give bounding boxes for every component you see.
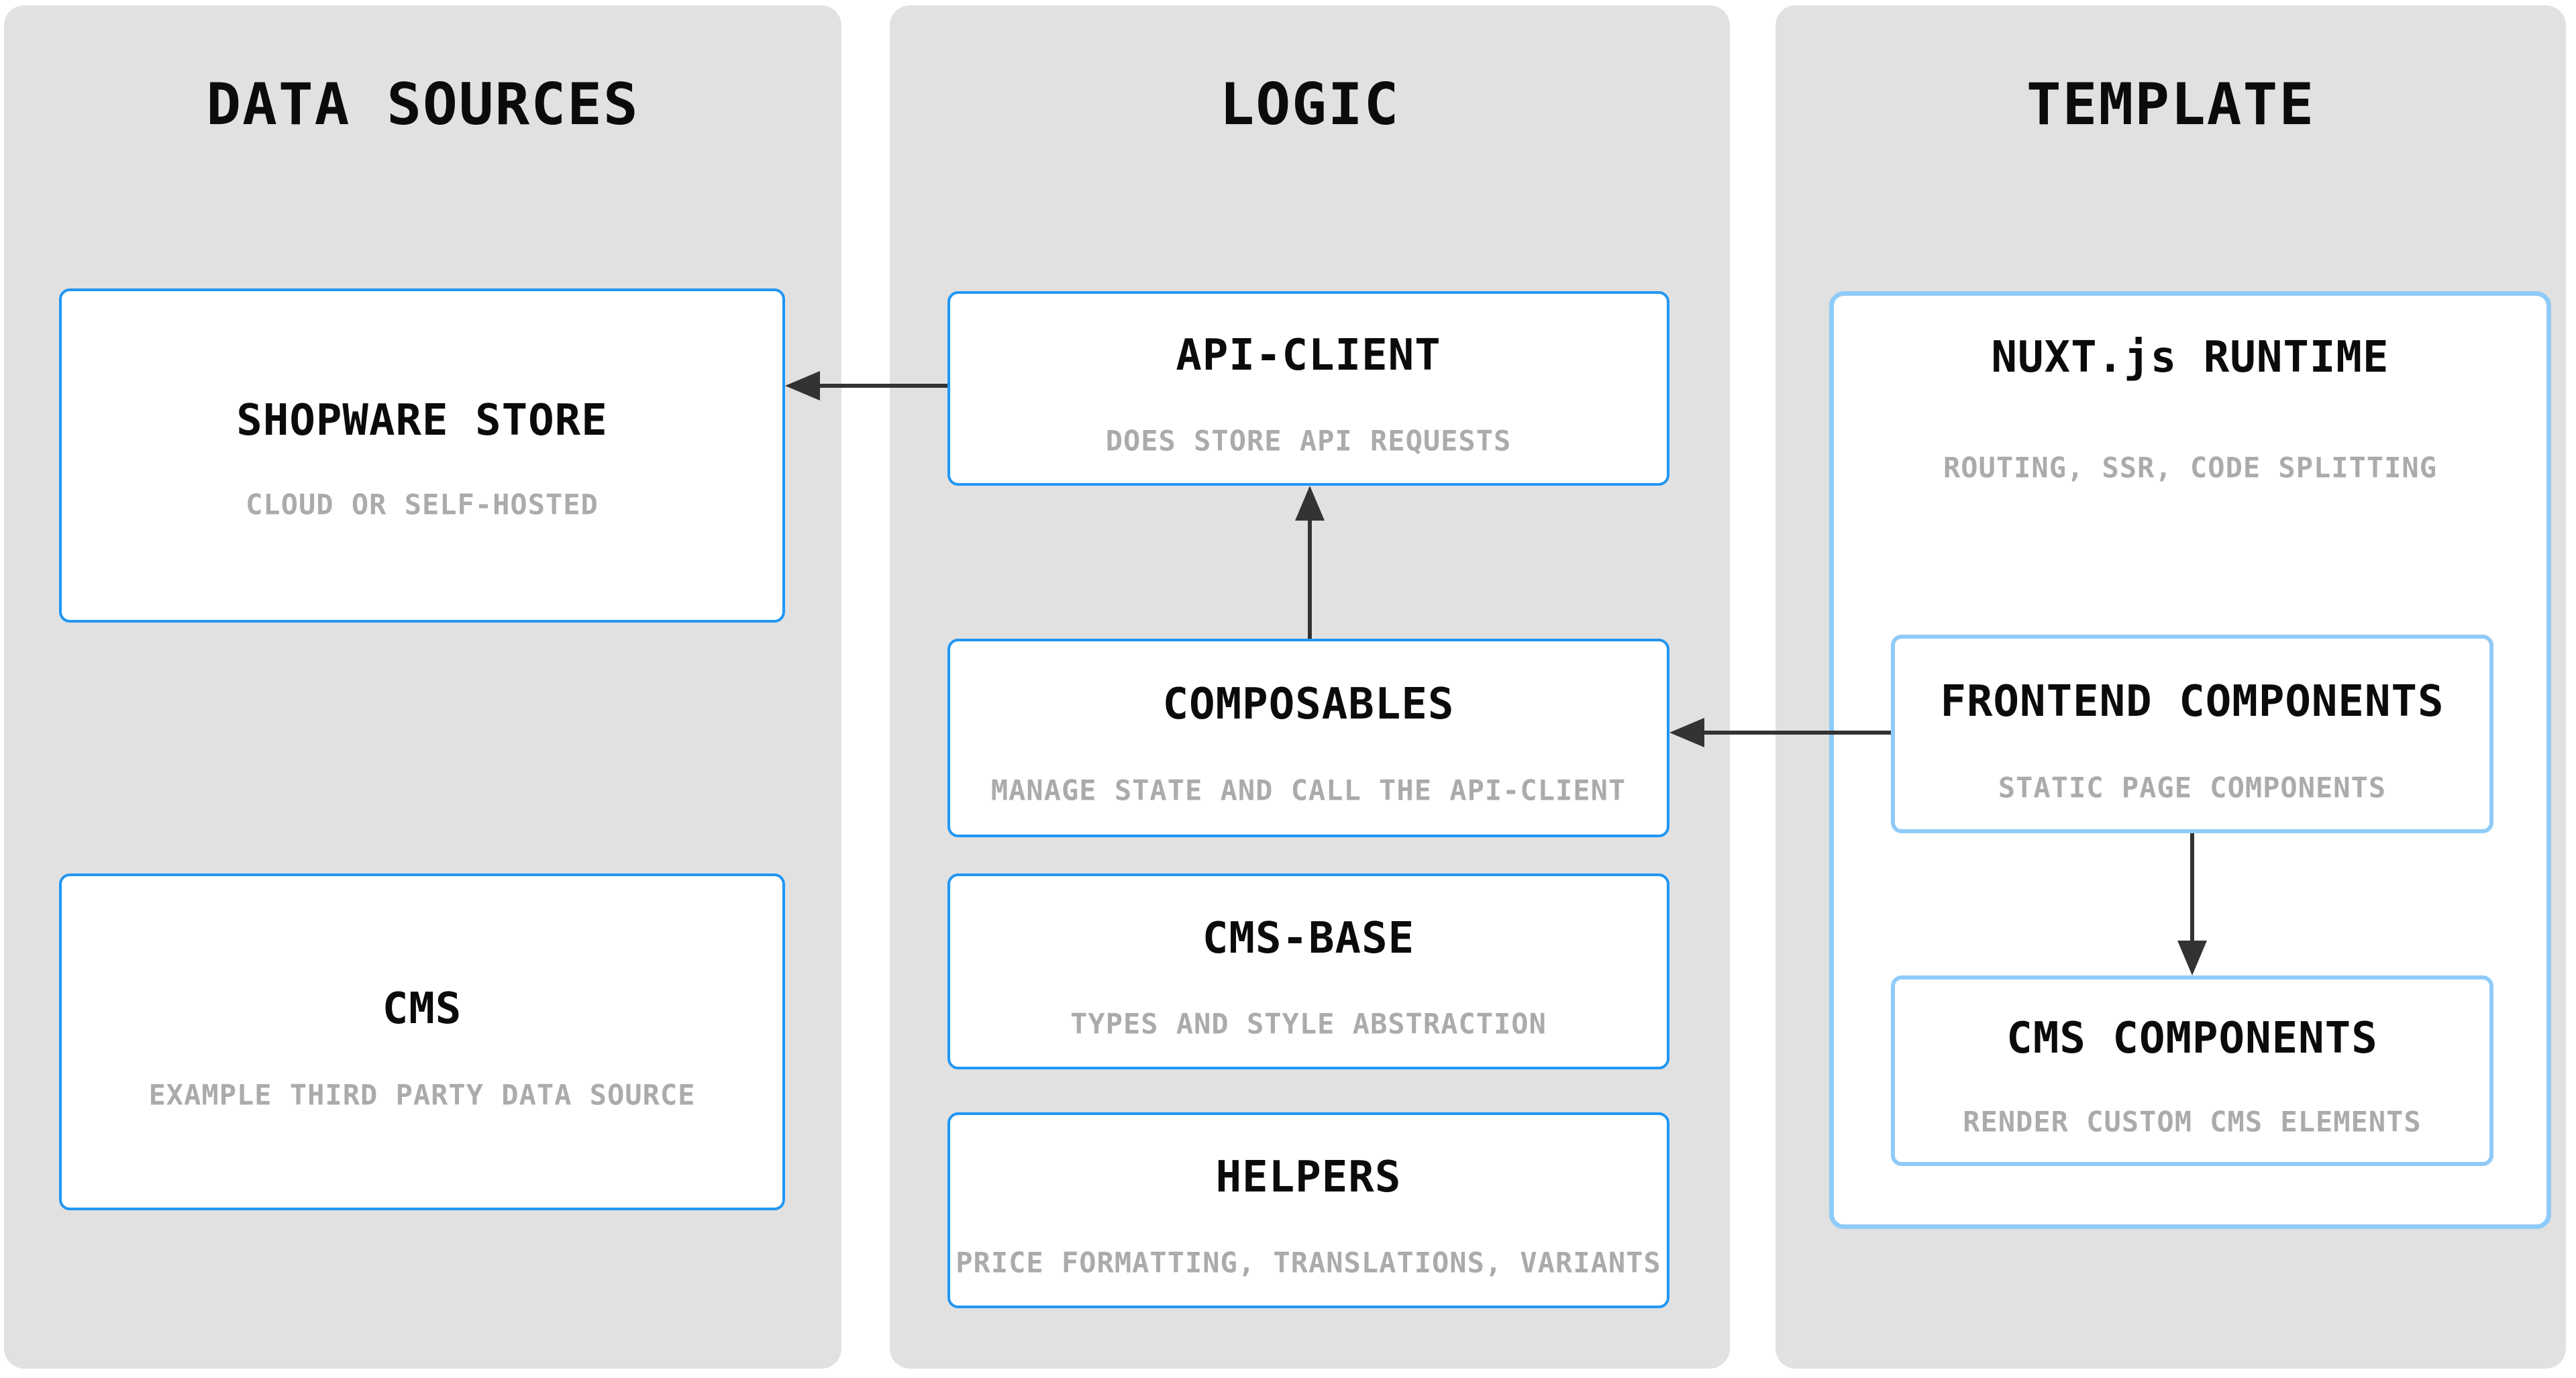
node-shopware-store: SHOPWARE STORE CLOUD OR SELF-HOSTED <box>59 288 785 623</box>
column-title-data-sources: DATA SOURCES <box>206 71 639 138</box>
node-title: CMS COMPONENTS <box>2006 1014 2378 1063</box>
node-title: API-CLIENT <box>1176 331 1441 380</box>
node-title: HELPERS <box>1215 1153 1402 1202</box>
node-subtitle: PRICE FORMATTING, TRANSLATIONS, VARIANTS <box>956 1246 1661 1279</box>
column-title-template: TEMPLATE <box>2026 71 2316 138</box>
node-title: NUXT.js RUNTIME <box>1991 333 2389 382</box>
node-subtitle: ROUTING, SSR, CODE SPLITTING <box>1943 451 2437 484</box>
column-title-logic: LOGIC <box>1219 71 1400 138</box>
node-composables: COMPOSABLES MANAGE STATE AND CALL THE AP… <box>947 639 1669 837</box>
node-title: COMPOSABLES <box>1162 680 1455 729</box>
node-helpers: HELPERS PRICE FORMATTING, TRANSLATIONS, … <box>947 1112 1669 1308</box>
node-cms-components: CMS COMPONENTS RENDER CUSTOM CMS ELEMENT… <box>1891 975 2493 1166</box>
arrowhead-down-icon <box>2177 941 2207 975</box>
node-cms: CMS EXAMPLE THIRD PARTY DATA SOURCE <box>59 873 785 1210</box>
node-subtitle: RENDER CUSTOM CMS ELEMENTS <box>1963 1105 2422 1138</box>
node-title: SHOPWARE STORE <box>236 396 608 445</box>
node-subtitle: DOES STORE API REQUESTS <box>1105 424 1512 458</box>
arrow-line <box>1704 731 1891 735</box>
arrow-line <box>2190 833 2194 941</box>
node-subtitle: EXAMPLE THIRD PARTY DATA SOURCE <box>148 1078 696 1112</box>
node-subtitle: CLOUD OR SELF-HOSTED <box>246 488 599 521</box>
arrowhead-left-icon <box>1669 718 1704 747</box>
node-title: CMS-BASE <box>1202 914 1415 963</box>
node-title: CMS <box>382 984 462 1034</box>
node-subtitle: STATIC PAGE COMPONENTS <box>1998 771 2387 804</box>
arrowhead-up-icon <box>1295 486 1325 521</box>
arrowhead-left-icon <box>785 371 820 401</box>
node-cms-base: CMS-BASE TYPES AND STYLE ABSTRACTION <box>947 873 1669 1069</box>
arrow-line <box>1308 521 1312 639</box>
node-frontend-components: FRONTEND COMPONENTS STATIC PAGE COMPONEN… <box>1891 635 2493 833</box>
node-title: FRONTEND COMPONENTS <box>1940 677 2444 727</box>
arrow-line <box>820 384 947 388</box>
node-subtitle: TYPES AND STYLE ABSTRACTION <box>1070 1007 1547 1041</box>
node-api-client: API-CLIENT DOES STORE API REQUESTS <box>947 291 1669 486</box>
node-subtitle: MANAGE STATE AND CALL THE API-CLIENT <box>990 774 1627 807</box>
